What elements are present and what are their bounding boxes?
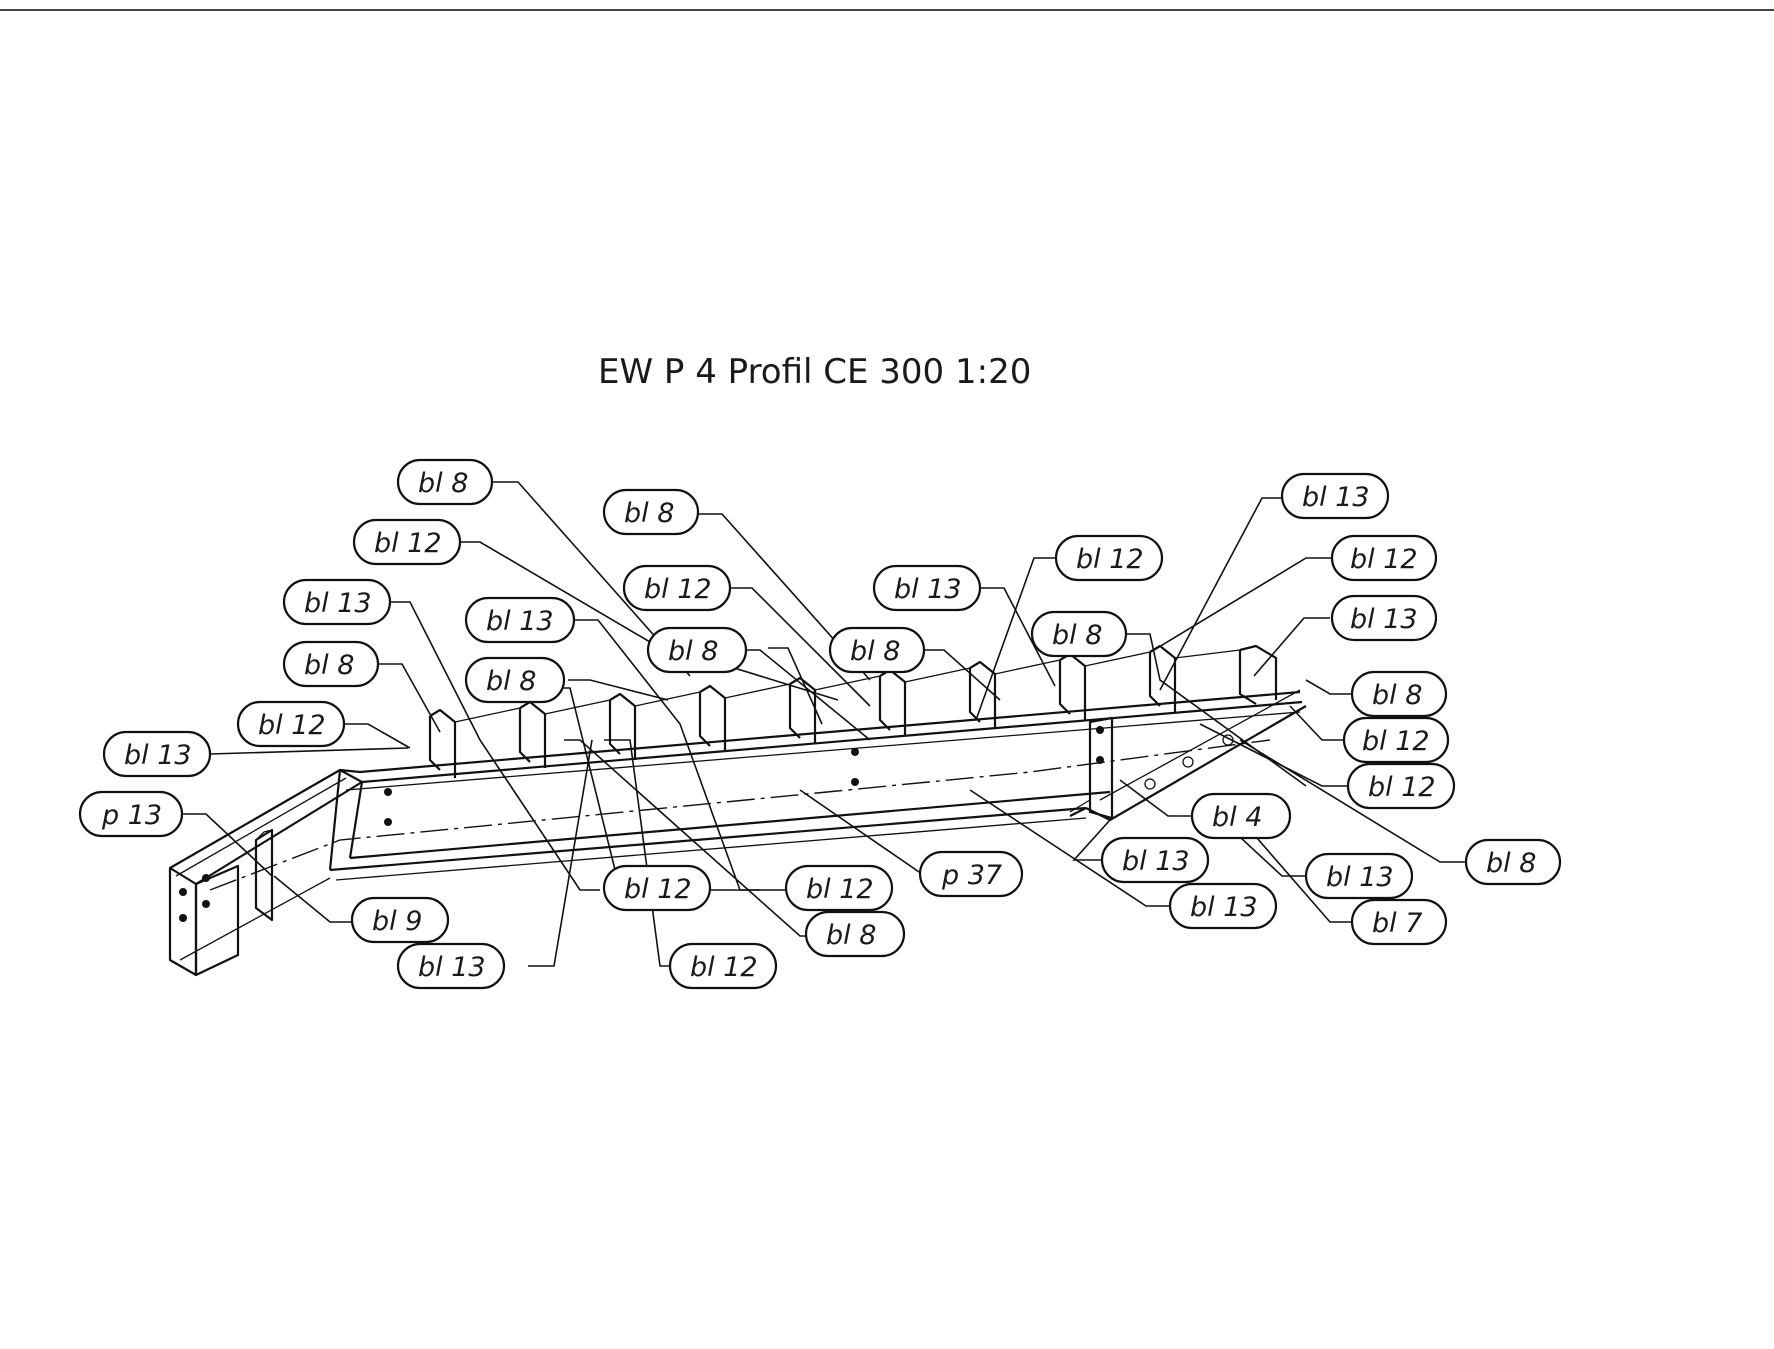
beam-isometric-view: [168, 644, 1307, 977]
drawing-title: EW P 4 Profil CE 300 1:20: [598, 352, 1031, 392]
tag-bl12-g: bl 12: [1054, 534, 1164, 582]
svg-text:bl 12: bl 12: [1368, 772, 1436, 803]
tag-bl8-j: bl 8: [1464, 838, 1562, 886]
tag-bl13-h: bl 13: [1100, 836, 1210, 884]
svg-text:bl 8: bl 8: [668, 636, 718, 667]
tag-bl9: bl 9: [350, 896, 450, 944]
tag-bl13-j: bl 13: [1304, 852, 1414, 900]
svg-text:bl 13: bl 13: [486, 606, 554, 637]
tag-bl8-g: bl 8: [828, 626, 926, 674]
svg-text:bl 13: bl 13: [1326, 862, 1394, 893]
svg-text:bl 12: bl 12: [690, 952, 758, 983]
svg-text:bl 12: bl 12: [1362, 726, 1430, 757]
tag-bl13-g: bl 13: [1330, 594, 1438, 642]
tag-bl8-d: bl 8: [646, 626, 748, 674]
tag-bl12-d: bl 12: [602, 864, 712, 912]
tag-bl12-c: bl 12: [622, 564, 732, 612]
tag-bl13-f: bl 13: [1280, 472, 1390, 520]
svg-text:bl 12: bl 12: [1350, 544, 1418, 575]
tag-bl13-i: bl 13: [1168, 882, 1278, 930]
leader-lines: [182, 481, 1466, 967]
tag-bl8-f: bl 8: [804, 910, 906, 958]
tag-bl12-f: bl 12: [668, 942, 778, 990]
svg-text:bl 8: bl 8: [1052, 620, 1102, 651]
tag-bl8-e: bl 8: [464, 656, 566, 704]
svg-text:bl 8: bl 8: [1486, 848, 1536, 879]
part-tags: bl 8 bl 12 bl 13 bl 8 bl 12 bl 13 p 13 b…: [78, 458, 1562, 990]
svg-text:bl 13: bl 13: [1302, 482, 1370, 513]
svg-text:bl 8: bl 8: [850, 636, 900, 667]
tag-bl4: bl 4: [1190, 792, 1292, 840]
svg-text:bl 13: bl 13: [1350, 604, 1418, 635]
svg-text:bl 13: bl 13: [418, 952, 486, 983]
svg-text:bl 8: bl 8: [486, 666, 536, 697]
tag-p37: p 37: [918, 850, 1024, 898]
svg-text:bl 13: bl 13: [124, 740, 192, 771]
tag-bl12-a: bl 12: [352, 518, 462, 566]
svg-text:bl 13: bl 13: [894, 574, 962, 605]
tag-bl13-c: bl 13: [396, 942, 506, 990]
tag-bl8-c: bl 8: [602, 488, 700, 536]
svg-text:bl 4: bl 4: [1212, 802, 1262, 833]
tag-bl8-i: bl 8: [1350, 670, 1448, 718]
tag-bl12-h: bl 12: [1330, 534, 1438, 582]
tag-bl12-i: bl 12: [1342, 716, 1450, 764]
rib-stiffeners: [428, 644, 1278, 778]
svg-text:bl 8: bl 8: [624, 498, 674, 529]
svg-text:p 37: p 37: [941, 860, 1002, 891]
svg-text:bl 13: bl 13: [1190, 892, 1258, 923]
tag-bl7: bl 7: [1350, 898, 1448, 946]
svg-text:bl 8: bl 8: [1372, 680, 1422, 711]
svg-text:bl 9: bl 9: [372, 906, 422, 937]
svg-text:bl 8: bl 8: [418, 468, 468, 499]
svg-text:p 13: p 13: [101, 800, 162, 831]
svg-text:bl 12: bl 12: [258, 710, 326, 741]
tag-bl12-e: bl 12: [784, 864, 894, 912]
svg-text:bl 8: bl 8: [304, 650, 354, 681]
tag-bl12-j: bl 12: [1346, 762, 1456, 810]
svg-text:bl 12: bl 12: [1076, 544, 1144, 575]
tag-bl8-h: bl 8: [1030, 610, 1128, 658]
tag-bl13-e: bl 13: [872, 564, 982, 612]
tag-bl13-a: bl 13: [282, 578, 392, 626]
tag-bl8-b: bl 8: [282, 640, 380, 688]
tag-p13: p 13: [78, 790, 184, 838]
tag-bl13-d: bl 13: [464, 596, 576, 644]
svg-text:bl 7: bl 7: [1372, 908, 1422, 939]
tag-bl8-a: bl 8: [396, 458, 494, 506]
svg-text:bl 12: bl 12: [374, 528, 442, 559]
svg-text:bl 12: bl 12: [624, 874, 692, 905]
tag-bl12-b: bl 12: [236, 700, 346, 748]
svg-text:bl 8: bl 8: [826, 920, 876, 951]
svg-text:bl 12: bl 12: [806, 874, 874, 905]
tag-bl13-b: bl 13: [102, 730, 212, 778]
svg-text:bl 12: bl 12: [644, 574, 712, 605]
svg-text:bl 13: bl 13: [1122, 846, 1190, 877]
svg-text:bl 13: bl 13: [304, 588, 372, 619]
